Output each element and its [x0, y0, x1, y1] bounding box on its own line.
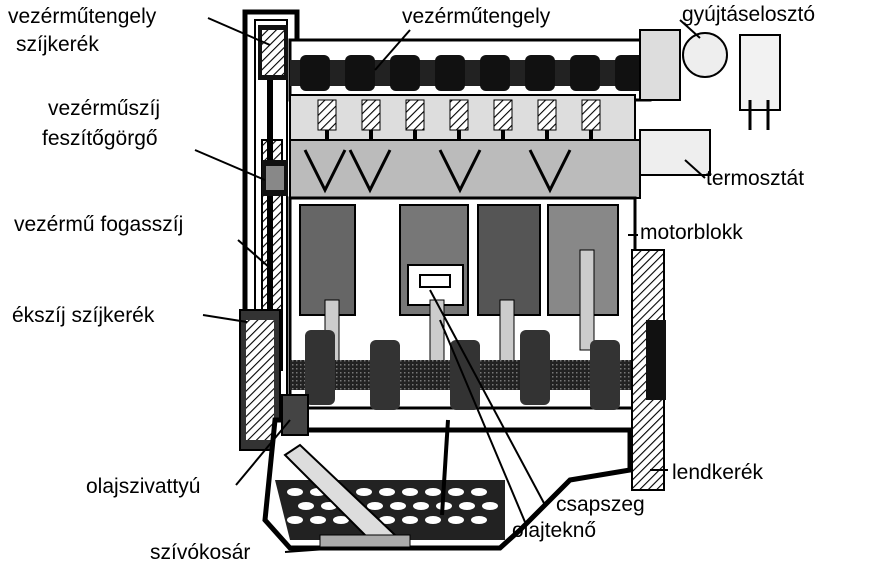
label-v-belt-pulley: ékszíj szíjkerék — [12, 304, 155, 327]
label-belt-tensioner-line1: vezérműszíj — [48, 97, 161, 120]
label-camshaft-sprocket-line1: vezérműtengely — [8, 5, 157, 28]
camshaft — [290, 55, 660, 91]
flywheel — [631, 249, 666, 491]
label-timing-belt: vezérmű fogasszíj — [14, 213, 184, 236]
oil-pump — [281, 394, 309, 436]
oil-strainer — [283, 443, 411, 548]
label-oil-pump: olajszivattyú — [86, 475, 201, 498]
dipstick — [440, 419, 450, 516]
label-crankpin: csapszeg — [556, 493, 645, 516]
thermostat — [639, 129, 711, 176]
label-belt-tensioner-line2: feszítőgörgő — [42, 127, 158, 150]
combustion-chamber-band — [289, 139, 641, 199]
label-oil-pan: olajteknő — [512, 519, 597, 542]
camshaft-sprocket — [258, 25, 288, 80]
label-distributor: gyújtáselosztó — [682, 3, 816, 26]
label-engine-block: motorblokk — [640, 221, 743, 244]
label-oil-strainer: szívókosár — [150, 541, 251, 564]
label-thermostat: termosztát — [706, 167, 805, 190]
belt-tensioner — [262, 160, 288, 196]
crankshaft — [290, 330, 640, 410]
label-camshaft-sprocket-line2: szíjkerék — [16, 33, 99, 56]
leader-lines — [194, 17, 706, 553]
label-camshaft: vezérműtengely — [402, 5, 551, 28]
distributor — [639, 29, 781, 130]
label-flywheel: lendkerék — [672, 461, 764, 484]
